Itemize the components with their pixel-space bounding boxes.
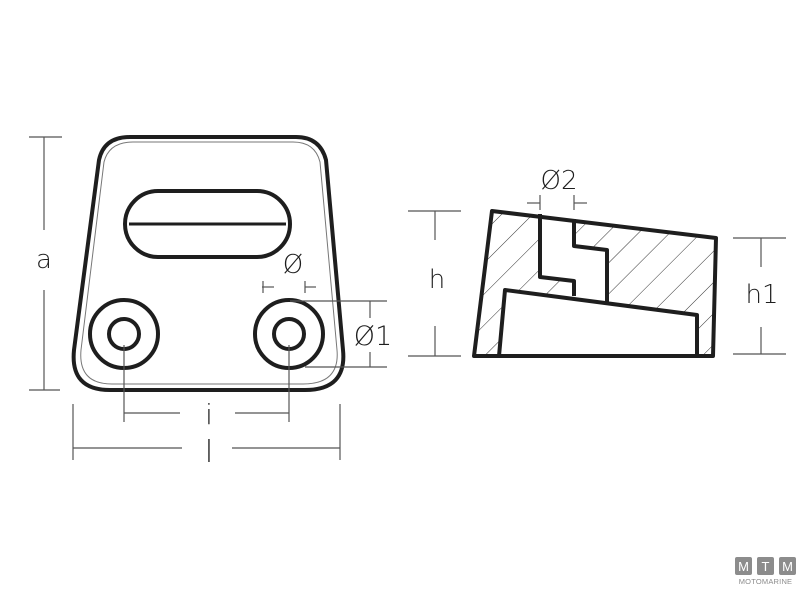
- logo-text: MOTOMARINE: [739, 577, 793, 586]
- front-body-bevel: [80, 141, 338, 385]
- label-i: i: [205, 398, 213, 431]
- dimension-h1: h1: [733, 237, 786, 355]
- dimension-i: i: [123, 345, 290, 431]
- dimension-bore-diameter: Ø2: [527, 166, 587, 210]
- logo-box-2: [757, 557, 774, 575]
- label-h1: h1: [745, 280, 778, 310]
- label-l: l: [205, 435, 213, 470]
- slot: [123, 189, 292, 259]
- logo-letter-2: T: [762, 559, 770, 574]
- dimension-hole-outer-diameter: Ø1: [290, 300, 392, 368]
- label-h: h: [429, 265, 445, 295]
- side-bore-step-outline: [572, 219, 609, 302]
- dimension-hole-diameter: Ø: [262, 250, 316, 293]
- side-bore-outline: [538, 214, 576, 296]
- label-a: a: [36, 245, 52, 275]
- side-cavity-outline: [497, 288, 699, 357]
- dimension-l: l: [72, 404, 341, 470]
- motomarine-logo: M T M MOTOMARINE: [735, 557, 796, 586]
- label-diameter: Ø: [283, 250, 303, 280]
- front-body-outline: [71, 135, 346, 392]
- label-diameter-2: Ø2: [540, 166, 577, 196]
- front-view: a i l Ø: [29, 135, 392, 470]
- dimension-a: a: [29, 136, 62, 391]
- logo-letter-1: M: [738, 559, 749, 574]
- side-body-outline: [472, 209, 718, 358]
- label-diameter-1: Ø1: [354, 321, 392, 352]
- side-section-view: h h1 Ø2: [408, 166, 786, 358]
- logo-box-3: [779, 557, 796, 575]
- logo-box-1: [735, 557, 752, 575]
- dimension-h: h: [408, 210, 461, 357]
- logo-letter-3: M: [782, 559, 793, 574]
